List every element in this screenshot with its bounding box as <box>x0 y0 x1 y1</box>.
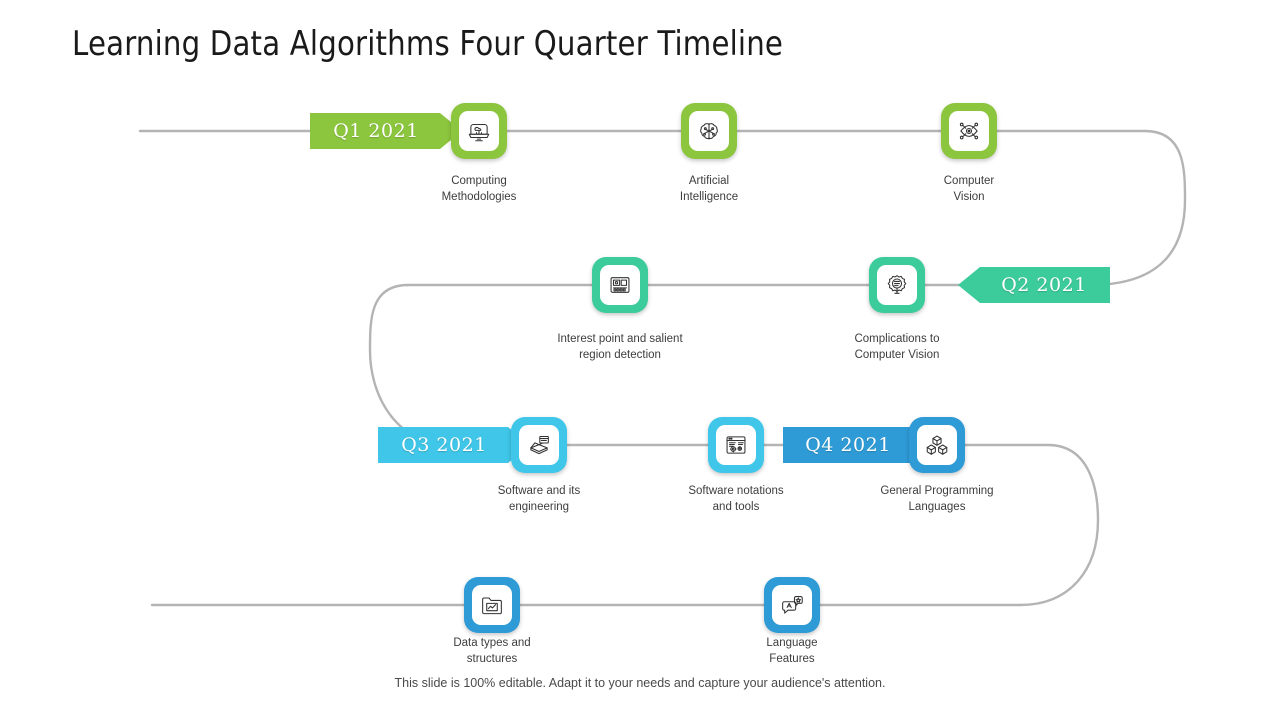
milestone-icon-wrap <box>600 265 640 305</box>
milestone-caption-computing-methodologies: Computing Methodologies <box>441 175 517 203</box>
milestone-caption-complications-computer-vision: Complications to Computer Vision <box>854 333 940 361</box>
cubes-icon <box>926 435 948 455</box>
milestone-caption-interest-point-detection: Interest point and salient region detect… <box>557 333 683 361</box>
milestone-node-artificial-intelligence[interactable] <box>681 103 737 159</box>
eye-network-icon <box>959 122 979 140</box>
milestone-caption-general-programming-languages: General Programming Languages <box>880 485 994 513</box>
milestone-node-interest-point-detection[interactable] <box>592 257 648 313</box>
milestone-caption-artificial-intelligence: Artificial Intelligence <box>679 175 739 203</box>
milestone-icon-wrap <box>472 585 512 625</box>
quarter-label-q4-text: Q4 2021 <box>805 434 891 456</box>
milestone-icon-wrap <box>689 111 729 151</box>
monitor-cloud-icon <box>468 123 490 142</box>
milestone-node-language-features[interactable] <box>764 577 820 633</box>
gear-settings-icon <box>887 275 907 294</box>
milestone-node-software-notations-tools[interactable] <box>708 417 764 473</box>
loop-right-2 <box>1018 443 1100 607</box>
loop-right-1 <box>1088 129 1187 287</box>
milestone-node-software-engineering[interactable] <box>511 417 567 473</box>
milestone-caption-computer-vision: Computer Vision <box>943 175 995 203</box>
image-detection-icon <box>610 277 630 293</box>
loop-left-1 <box>368 283 452 447</box>
milestone-node-data-types-structures[interactable] <box>464 577 520 633</box>
quarter-label-q2[interactable]: Q2 2021 <box>958 267 1110 303</box>
open-box-icon <box>530 435 549 455</box>
milestone-icon-wrap <box>772 585 812 625</box>
milestone-node-computing-methodologies[interactable] <box>451 103 507 159</box>
milestone-caption-data-types-structures: Data types and structures <box>453 637 531 665</box>
quarter-label-q3-text: Q3 2021 <box>401 434 487 456</box>
milestone-icon-wrap <box>716 425 756 465</box>
milestone-icon-wrap <box>459 111 499 151</box>
milestone-node-complications-computer-vision[interactable] <box>869 257 925 313</box>
quarter-label-q1-text: Q1 2021 <box>333 120 419 142</box>
page-title: Learning Data Algorithms Four Quarter Ti… <box>72 24 784 64</box>
milestone-caption-software-engineering: Software and its engineering <box>497 485 581 513</box>
milestone-icon-wrap <box>877 265 917 305</box>
milestone-caption-language-features: Language Features <box>766 637 818 665</box>
milestone-icon-wrap <box>949 111 989 151</box>
folder-chart-icon <box>482 597 502 615</box>
quarter-label-q3[interactable]: Q3 2021 <box>378 427 530 463</box>
browser-gears-icon <box>726 436 746 454</box>
milestone-icon-wrap <box>917 425 957 465</box>
footer-note: This slide is 100% editable. Adapt it to… <box>394 676 886 690</box>
quarter-label-q4[interactable]: Q4 2021 <box>783 427 933 463</box>
speech-translate-icon <box>782 596 803 614</box>
milestone-caption-software-notations-tools: Software notations and tools <box>688 485 784 513</box>
milestone-node-computer-vision[interactable] <box>941 103 997 159</box>
milestone-icon-wrap <box>519 425 559 465</box>
milestone-node-general-programming-languages[interactable] <box>909 417 965 473</box>
quarter-label-q1[interactable]: Q1 2021 <box>310 113 462 149</box>
quarter-label-q2-text: Q2 2021 <box>1001 274 1087 296</box>
brain-icon <box>700 123 718 140</box>
